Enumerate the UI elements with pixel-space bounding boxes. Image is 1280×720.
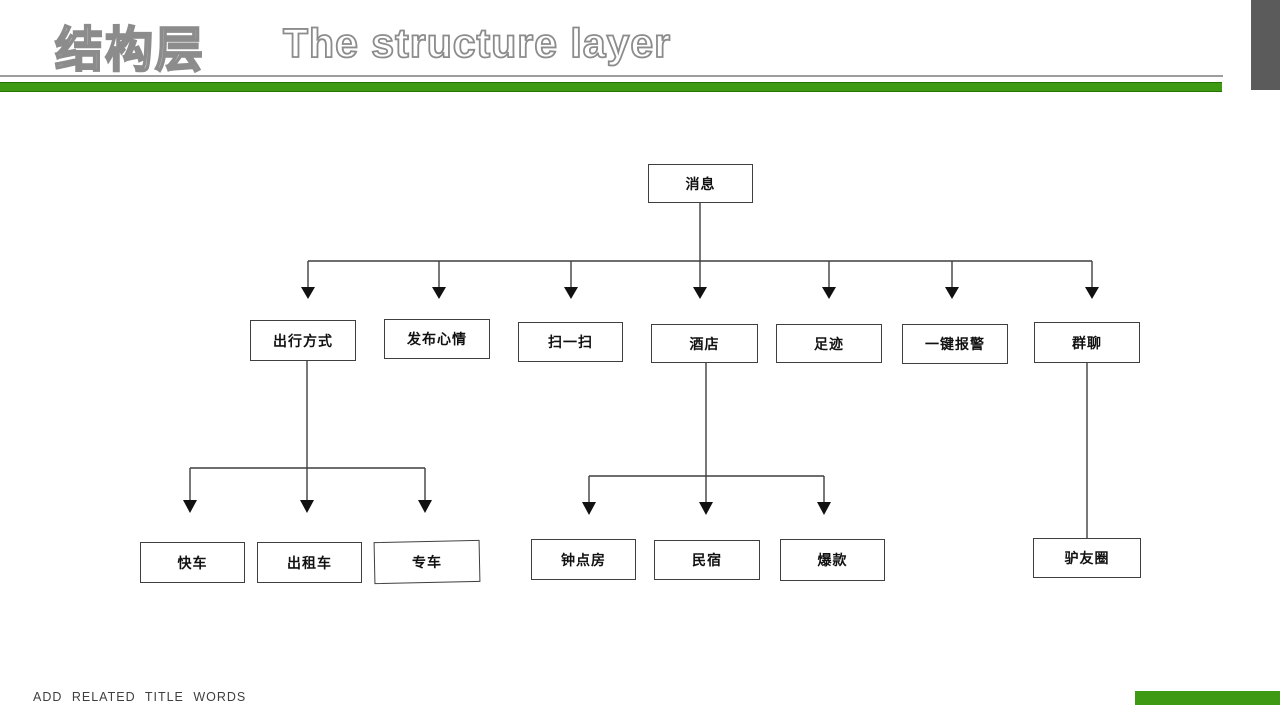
slide-title-chinese: 结构层: [54, 23, 206, 78]
node-homestay: 民宿: [654, 540, 760, 580]
node-travel-mode: 出行方式: [250, 320, 356, 361]
node-premium-car: 专车: [373, 539, 481, 585]
slide-title-english: The structure layer: [282, 19, 672, 67]
node-express-car: 快车: [140, 542, 245, 583]
node-scan: 扫一扫: [518, 322, 623, 362]
footer-placeholder-text: ADD RELATED TITLE WORDS: [33, 690, 247, 704]
header-green-rule: [0, 82, 1222, 92]
header-corner-block: [1251, 0, 1280, 90]
node-hot-deal: 爆款: [780, 539, 885, 581]
node-post-mood: 发布心情: [384, 319, 490, 359]
node-group-chat: 群聊: [1034, 322, 1140, 363]
connector-lines: [189, 203, 1093, 538]
node-taxi: 出租车: [257, 542, 362, 583]
node-hourly-room: 钟点房: [531, 539, 636, 580]
connector-arrowheads: [183, 287, 1099, 515]
footer-green-bar: [1135, 691, 1280, 705]
node-hotel: 酒店: [651, 324, 758, 363]
header-thin-rule: [0, 75, 1223, 77]
node-sos-alert: 一键报警: [902, 324, 1008, 364]
node-message: 消息: [648, 164, 753, 203]
node-travel-buddies: 驴友圈: [1033, 538, 1141, 578]
node-footprints: 足迹: [776, 324, 882, 363]
